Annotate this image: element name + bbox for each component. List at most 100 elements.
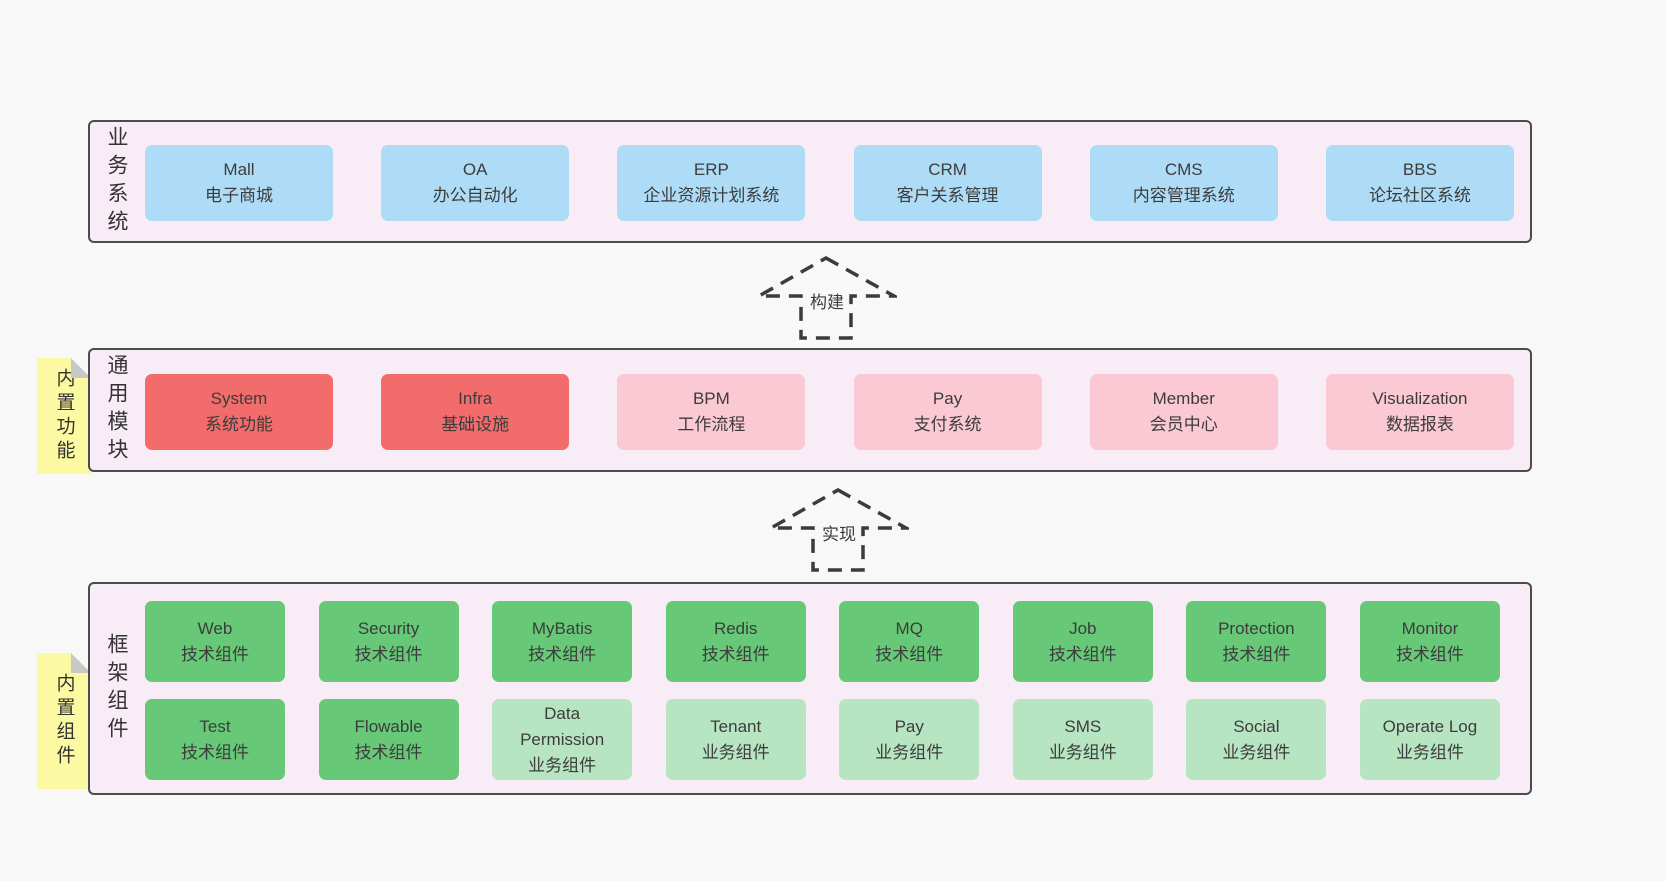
box-name: CMS <box>1164 160 1203 179</box>
component-box-protection: Protection 技术组件 <box>1186 601 1327 682</box>
box-name: Pay <box>894 716 924 736</box>
box-name: Protection <box>1218 618 1295 638</box>
box-desc: 论坛社区系统 <box>1368 186 1471 205</box>
component-box-sms: SMS 业务组件 <box>1012 699 1153 780</box>
module-box-system: System 系统功能 <box>145 374 333 450</box>
box-desc: 业务组件 <box>875 742 944 762</box>
components-box-row-2: Test 技术组件 Flowable 技术组件 Data Permission … <box>145 699 1500 780</box>
box-name: ERP <box>693 160 729 179</box>
box-name: BBS <box>1402 160 1437 179</box>
box-desc: 企业资源计划系统 <box>643 186 780 205</box>
box-name: CRM <box>928 160 967 179</box>
component-box-web: Web 技术组件 <box>145 601 285 682</box>
build-arrow-label: 构建 <box>807 286 847 314</box>
component-box-test: Test 技术组件 <box>145 699 285 780</box>
box-desc: 数据报表 <box>1385 415 1454 434</box>
box-name: Job <box>1069 618 1097 638</box>
implement-arrow: 实现 <box>769 487 909 573</box>
box-name: Operate Log <box>1382 716 1478 736</box>
box-name: Member <box>1152 389 1215 408</box>
module-box-member: Member 会员中心 <box>1089 374 1278 450</box>
module-box-infra: Infra 基础设施 <box>381 374 570 450</box>
business-systems-layer: 业务系统 Mall 电子商城 OA 办公自动化 ERP 企业资源计划系统 CRM… <box>88 120 1532 243</box>
box-name: SMS <box>1064 716 1102 736</box>
box-name: Tenant <box>710 716 762 736</box>
sticky-note-label: 内置组件 <box>53 673 75 769</box>
box-name: Redis <box>713 618 758 638</box>
box-desc: 技术组件 <box>875 644 944 664</box>
box-desc: 基础设施 <box>441 415 510 434</box>
component-box-pay: Pay 业务组件 <box>839 699 980 780</box>
layer-label-modules: 通用模块 <box>105 354 128 466</box>
box-name: Social <box>1233 716 1280 736</box>
box-name: Security <box>357 618 420 638</box>
module-box-visualization: Visualization 数据报表 <box>1325 374 1514 450</box>
box-desc: 技术组件 <box>1048 644 1117 664</box>
box-desc: 支付系统 <box>913 415 982 434</box>
sticky-note-label: 内置功能 <box>53 368 75 464</box>
box-name: Flowable <box>354 716 423 736</box>
box-desc: 技术组件 <box>354 742 423 762</box>
business-box-oa: OA 办公自动化 <box>381 145 570 221</box>
component-box-flowable: Flowable 技术组件 <box>318 699 459 780</box>
component-box-redis: Redis 技术组件 <box>665 601 806 682</box>
box-name: MQ <box>895 618 923 638</box>
box-desc: 业务组件 <box>701 742 770 762</box>
box-name: Monitor <box>1401 618 1459 638</box>
component-box-data-permission: Data Permission 业务组件 <box>492 699 633 780</box>
box-desc: 工作流程 <box>677 415 746 434</box>
box-desc: 技术组件 <box>701 644 770 664</box>
modules-box-row: System 系统功能 Infra 基础设施 BPM 工作流程 Pay 支付系统… <box>145 374 1514 450</box>
box-desc: 业务组件 <box>1222 742 1291 762</box>
module-box-bpm: BPM 工作流程 <box>617 374 806 450</box>
box-desc: 技术组件 <box>1222 644 1291 664</box>
sticky-note-builtin-components: 内置组件 <box>37 653 91 789</box>
business-box-row: Mall 电子商城 OA 办公自动化 ERP 企业资源计划系统 CRM 客户关系… <box>145 145 1514 221</box>
component-box-operate-log: Operate Log 业务组件 <box>1359 699 1500 780</box>
box-desc: 技术组件 <box>528 644 597 664</box>
box-name: MyBatis <box>531 618 593 638</box>
sticky-note-builtin-features: 内置功能 <box>37 358 91 474</box>
box-name: Data Permission <box>520 703 605 749</box>
box-name: Web <box>197 618 233 638</box>
box-desc: 客户关系管理 <box>896 186 999 205</box>
business-box-mall: Mall 电子商城 <box>145 145 333 221</box>
box-name: System <box>210 389 268 408</box>
box-desc: 内容管理系统 <box>1132 186 1235 205</box>
box-name: Test <box>199 716 231 736</box>
box-name: Mall <box>223 160 255 179</box>
component-box-mybatis: MyBatis 技术组件 <box>492 601 633 682</box>
module-box-pay: Pay 支付系统 <box>853 374 1042 450</box>
common-modules-layer: 通用模块 System 系统功能 Infra 基础设施 BPM 工作流程 Pay… <box>88 348 1532 472</box>
business-box-cms: CMS 内容管理系统 <box>1089 145 1278 221</box>
box-name: Pay <box>932 389 963 408</box>
component-box-tenant: Tenant 业务组件 <box>665 699 806 780</box>
implement-arrow-label: 实现 <box>819 518 859 546</box>
business-box-bbs: BBS 论坛社区系统 <box>1325 145 1514 221</box>
box-desc: 技术组件 <box>1395 644 1464 664</box>
component-box-security: Security 技术组件 <box>318 601 459 682</box>
box-name: Visualization <box>1372 389 1468 408</box>
framework-components-layer: 框架组件 Web 技术组件 Security 技术组件 MyBatis 技术组件… <box>88 582 1532 795</box>
build-arrow: 构建 <box>757 255 897 341</box>
components-box-row-1: Web 技术组件 Security 技术组件 MyBatis 技术组件 Redi… <box>145 601 1500 682</box>
component-box-mq: MQ 技术组件 <box>839 601 980 682</box>
box-desc: 系统功能 <box>205 415 273 434</box>
box-desc: 技术组件 <box>181 742 249 762</box>
box-desc: 技术组件 <box>181 644 249 664</box>
box-desc: 业务组件 <box>1395 742 1464 762</box>
component-box-job: Job 技术组件 <box>1012 601 1153 682</box>
business-box-crm: CRM 客户关系管理 <box>853 145 1042 221</box>
box-desc: 办公自动化 <box>432 186 518 205</box>
box-desc: 业务组件 <box>1048 742 1117 762</box>
box-name: Infra <box>458 389 493 408</box>
box-desc: 会员中心 <box>1149 415 1218 434</box>
component-box-monitor: Monitor 技术组件 <box>1359 601 1500 682</box>
layer-label-business: 业务系统 <box>105 125 128 238</box>
box-name: OA <box>462 160 488 179</box>
box-desc: 电子商城 <box>205 186 273 205</box>
box-desc: 技术组件 <box>354 644 423 664</box>
business-box-erp: ERP 企业资源计划系统 <box>617 145 806 221</box>
component-box-social: Social 业务组件 <box>1186 699 1327 780</box>
